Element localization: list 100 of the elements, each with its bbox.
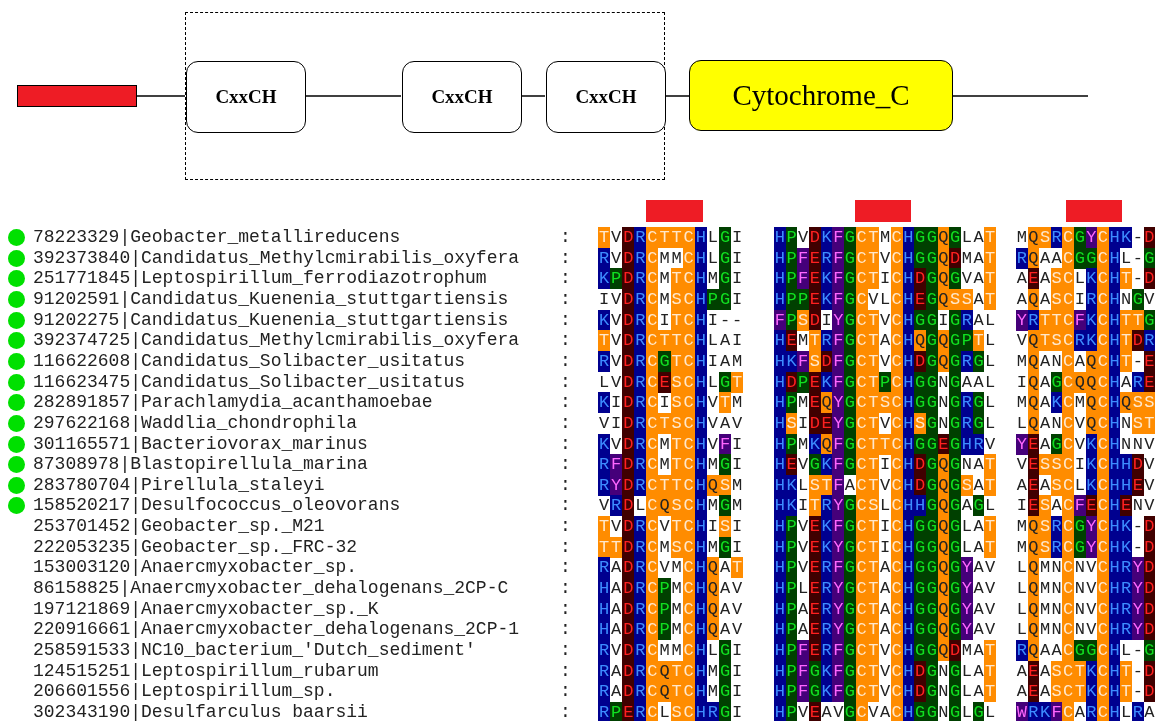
sequence-segment: YEAGCVKCHNNV <box>1016 433 1156 455</box>
dashed-region-box <box>185 12 665 180</box>
backbone-line <box>520 95 546 97</box>
colon-separator: : <box>560 392 571 414</box>
sequence-segment: MQANCAQCHT-E <box>1016 350 1156 372</box>
sequence-segment: TTDRCMSCHMGI <box>598 536 744 558</box>
sequence-segment: HADRCPMCHQAV <box>598 578 744 600</box>
sequence-segment: RQAACGGCHL-G <box>1016 247 1156 269</box>
sequence-segment: KVDRCITCHI-- <box>598 309 744 331</box>
sequence-segment: RADRCQTCHMGI <box>598 660 744 682</box>
colon-separator: : <box>560 660 571 682</box>
sequence-name: 282891857|Parachlamydia_acanthamoebae <box>33 392 433 414</box>
sequence-name: 258591533|NC10_bacterium_'Dutch_sediment' <box>33 640 476 661</box>
sequence-name: 253701452|Geobacter_sp._M21 <box>33 516 325 538</box>
sequence-segment: AEASCTKCHT-D <box>1016 660 1156 682</box>
sequence-segment: VRDLCQSCHMGM <box>598 495 744 517</box>
sequence-segment: HKLSTFACTVCHDGQGSAT <box>774 474 997 496</box>
colon-separator: : <box>560 495 571 517</box>
sequence-segment: HPMKQFGCTTCHGGEGHRV <box>774 433 997 455</box>
sequence-segment: HDPEKFGCTPCHGGNGAAL <box>774 371 997 393</box>
backbone-line <box>664 95 690 97</box>
sequence-segment: LVDRCESCHLGT <box>598 371 744 393</box>
sequence-segment: AEASCLKCHHEV <box>1016 474 1156 496</box>
sequence-segment: VQTSCRKCHTDR <box>1016 330 1156 352</box>
sequence-segment: HPFEKFGCTICHDGQGVAT <box>774 268 997 290</box>
sequence-segment: RVDRCMMCHLGI <box>598 640 744 661</box>
sequence-segment: VESSCIKCHHDV <box>1016 454 1156 476</box>
sequence-segment: KIDRCISCHVTM <box>598 392 744 414</box>
sequence-segment: HKITRYGCSLCHHGQGAGL <box>774 495 997 517</box>
sequence-segment: LQMNCNVCHRYD <box>1016 578 1156 600</box>
sequence-segment: HPVERFGCTACHGGQGYAV <box>774 557 997 579</box>
sequence-name: 206601556|Leptospirillum_sp. <box>33 681 336 703</box>
sequence-segment: IVDRCMSCHPGI <box>598 288 744 310</box>
sequence-segment: AEASCLKCHT-D <box>1016 268 1156 290</box>
domain-box: Cytochrome_C <box>689 60 953 131</box>
sequence-segment: RQAACGGCHL-G <box>1016 640 1156 661</box>
domain-box: CxxCH <box>186 61 306 133</box>
colon-separator: : <box>560 701 571 721</box>
sequence-segment: HPFERFGCTVCHGGQDMAT <box>774 247 997 269</box>
backbone-line <box>136 95 186 97</box>
domain-box: CxxCH <box>546 61 666 133</box>
sequence-name: 158520217|Desulfococcus_oleovorans <box>33 495 401 517</box>
colon-separator: : <box>560 598 571 620</box>
colon-separator: : <box>560 330 571 352</box>
sequence-segment: HPFGKFGCTVCHDGNGLAT <box>774 681 997 703</box>
sequence-segment: MQSRCGYCHK-D <box>1016 536 1156 558</box>
sequence-name: 87308978|Blastopirellula_marina <box>33 454 368 476</box>
sequence-segment: HPVEAVGCVACHGGNGLGL <box>774 701 997 721</box>
sequence-segment: MQSRCGYCHK-D <box>1016 227 1156 248</box>
domain-bar <box>17 85 137 107</box>
sequence-segment: HPVEKYGCTICHGGQGLAT <box>774 536 997 558</box>
sequence-name: 302343190|Desulfarculus baarsii <box>33 701 368 721</box>
sequence-name: 116622608|Candidatus_Solibacter_usitatus <box>33 350 466 372</box>
sequence-segment: HEMTRFGCTACHQGQGPTL <box>774 330 997 352</box>
colon-separator: : <box>560 288 571 310</box>
sequence-segment: VIDRCTSCHVAV <box>598 412 744 434</box>
sequence-segment: HPFERFGCTVCHGGQDMAT <box>774 640 997 661</box>
colon-separator: : <box>560 350 571 372</box>
sequence-segment: LQANCVQCHNST <box>1016 412 1156 434</box>
sequence-name: 297622168|Waddlia_chondrophila <box>33 412 358 434</box>
colon-separator: : <box>560 268 571 290</box>
sequence-segment: HEVGKFGCTICHDGQGNAT <box>774 454 997 476</box>
sequence-segment: HPLERYGCTACHGGQGYAV <box>774 578 997 600</box>
colon-separator: : <box>560 412 571 434</box>
sequence-segment: RADRCQTCHMGI <box>598 681 744 703</box>
sequence-segment: MQSRCGYCHK-D <box>1016 516 1156 538</box>
sequence-name: 124515251|Leptospirillum_rubarum <box>33 660 379 682</box>
sequence-segment: RADRCVMCHQAT <box>598 557 744 579</box>
sequence-segment: LQMNCNVCHRYD <box>1016 619 1156 641</box>
sequence-name: 78223329|Geobacter_metallireducens <box>33 227 401 248</box>
colon-separator: : <box>560 247 571 269</box>
sequence-segment: AQASCIRCHNGV <box>1016 288 1156 310</box>
sequence-segment: HADRCPMCHQAV <box>598 598 744 620</box>
sequence-segment: TVDRCTTCHLGI <box>598 227 744 248</box>
sequence-name: 251771845|Leptospirillum_ferrodiazotrophum <box>33 268 487 290</box>
sequence-name: 91202275|Candidatus_Kuenenia_stuttgartiensis <box>33 309 509 331</box>
sequence-name: 197121869|Anaercmyxobacter_sp._K <box>33 598 379 620</box>
sequence-segment: LQMNCNVCHRYD <box>1016 598 1156 620</box>
colon-separator: : <box>560 227 571 248</box>
backbone-line <box>952 95 1089 97</box>
sequence-segment: KPDRCMTCHMGI <box>598 268 744 290</box>
sequence-segment: HPFGKFGCTVCHDGNGLAT <box>774 660 997 682</box>
sequence-name: 116623475|Candidatus_Solibacter_usitatus <box>33 371 466 393</box>
sequence-segment: RVDRCMMCHLGI <box>598 247 744 269</box>
colon-separator: : <box>560 454 571 476</box>
sequence-segment: RVDRCGTCHIAM <box>598 350 744 372</box>
sequence-segment: AEASCTKCHT-D <box>1016 681 1156 703</box>
colon-separator: : <box>560 578 571 600</box>
sequence-segment: KVDRCMTCHVFI <box>598 433 744 455</box>
sequence-segment: HPVEKFGCTICHGGQGLAT <box>774 516 997 538</box>
sequence-name: 220916661|Anaercmyxobacter_dehalogenans_2CP-1 <box>33 619 520 641</box>
sequence-name: 153003120|Anaercmyxobacter_sp. <box>33 557 358 579</box>
colon-separator: : <box>560 474 571 496</box>
backbone-line <box>304 95 402 97</box>
colon-separator: : <box>560 681 571 703</box>
sequence-segment: WRKFCARCHLRA <box>1016 701 1156 721</box>
sequence-segment: HADRCPMCHQAV <box>598 619 744 641</box>
colon-separator: : <box>560 371 571 393</box>
sequence-segment: HPAERYGCTACHGGQGYAV <box>774 619 997 641</box>
colon-separator: : <box>560 536 571 558</box>
